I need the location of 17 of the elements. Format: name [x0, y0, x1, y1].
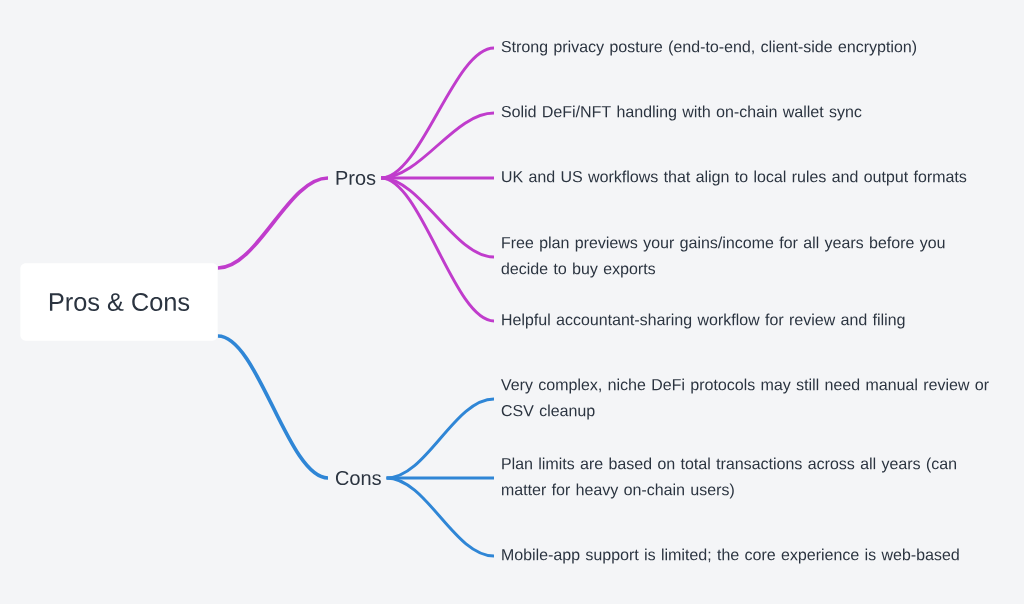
leaf-text: Mobile-app support is limited; the core experience is web-based — [502, 548, 959, 564]
branch-label: Cons — [335, 470, 381, 486]
connector-curve — [217, 176, 329, 270]
connector-curve — [386, 476, 495, 558]
leaf-text: Free plan previews your gains/income for all years before you decide to buy exports — [501, 236, 945, 278]
root-box: Pros & Cons — [20, 263, 218, 341]
leaf-text: UK and US workflows that align to local rules and output formats — [502, 170, 967, 186]
leaf-text: Strong privacy posture (end-to-end, client-side encryption) — [501, 40, 917, 56]
connector-curve — [386, 397, 495, 480]
connector-curve — [217, 334, 329, 480]
leaf-text: Plan limits are based on total transactions across all years (can matter for heavy on-chain users) — [502, 457, 956, 499]
leaf-text: Helpful accountant-sharing workflow for review and filing — [502, 313, 905, 329]
connector-curve — [380, 176, 495, 323]
connector-curve — [380, 111, 495, 180]
leaf-text: Very complex, niche DeFi protocols may still need manual review or CSV cleanup — [501, 378, 989, 420]
leaf-text: Solid DeFi/NFT handling with on-chain wallet sync — [501, 105, 862, 121]
branch-label: Pros — [336, 171, 376, 185]
